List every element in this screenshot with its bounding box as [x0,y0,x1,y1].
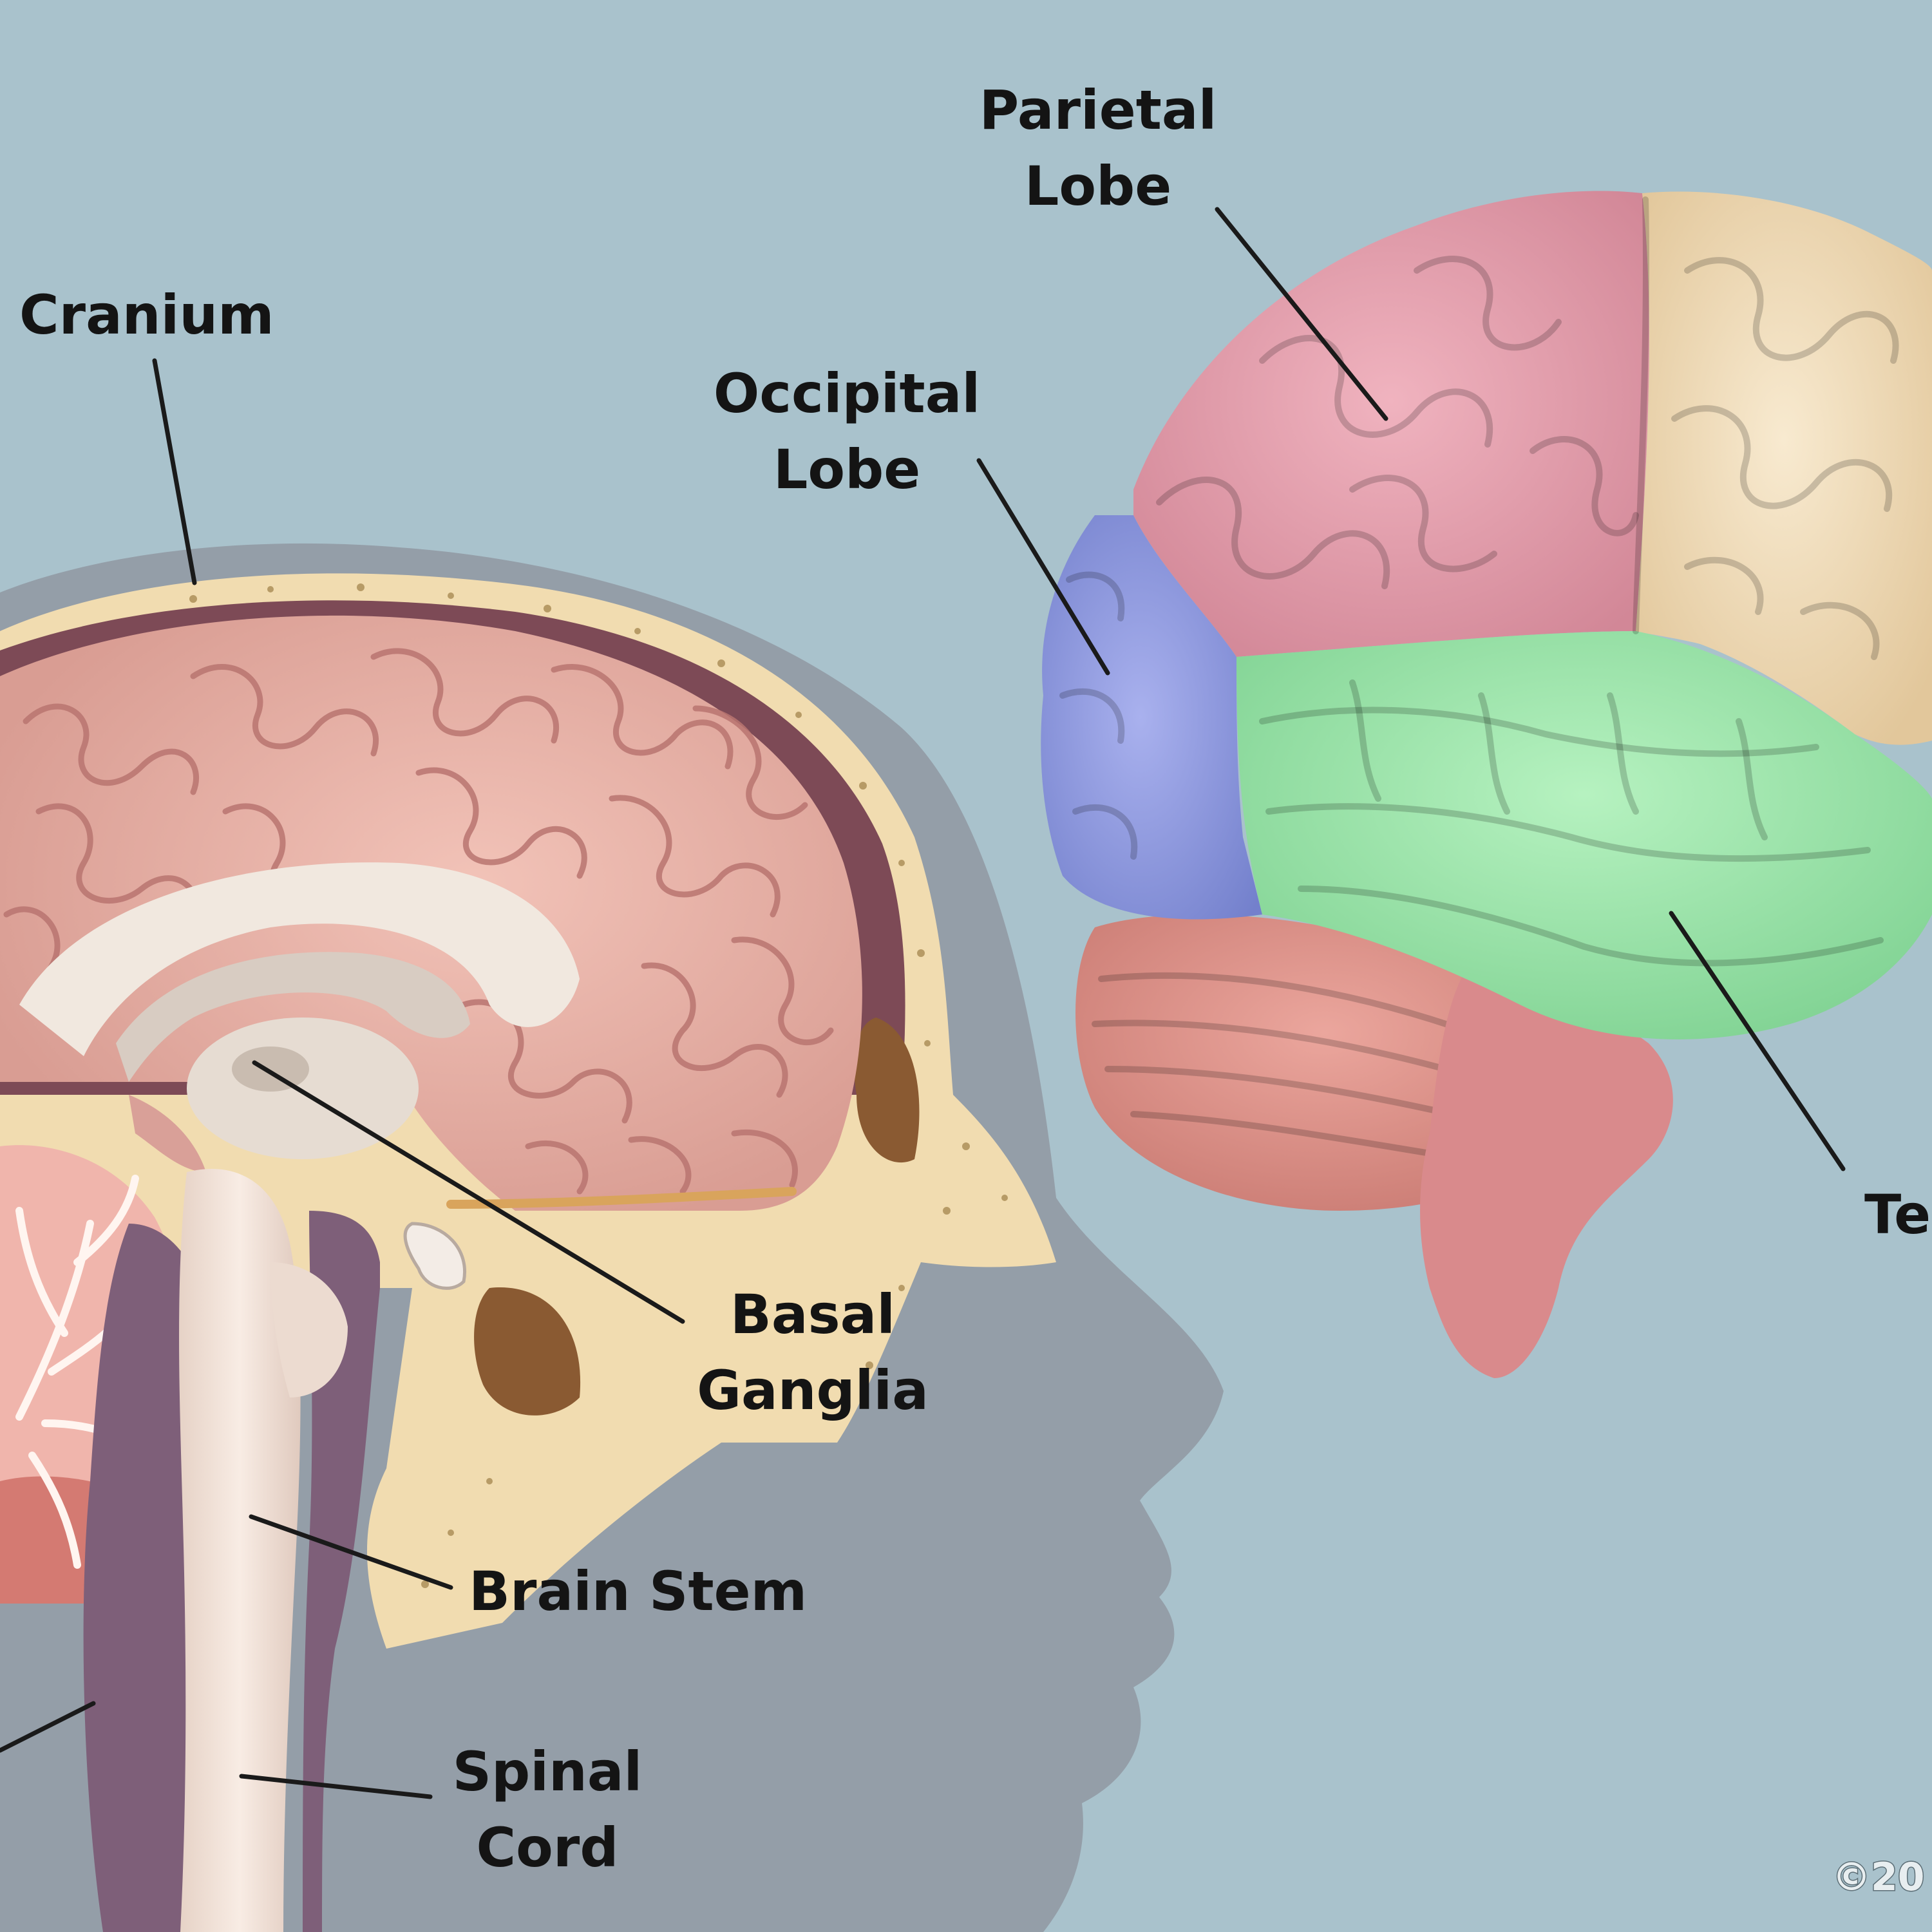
temporal-lobe [1236,631,1932,1039]
label-parietal-line1: Parietal [980,79,1217,142]
label-spinal-line2: Cord [477,1816,619,1879]
copyright-mark: ©20 [1832,1855,1925,1900]
pituitary [403,1222,466,1290]
leader-offscreen-left [0,1701,96,1753]
parietal-lobe [1133,191,1649,657]
label-occipital-line2: Lobe [773,438,920,501]
leader-lines [0,207,1846,1799]
lateral-ventricle [116,952,470,1082]
leader-temporal [1669,911,1846,1171]
optic-nerve [446,1187,797,1209]
frontal-sinus [854,1018,920,1163]
bone-texture [189,583,1008,1588]
brain-stem-lateral [1420,966,1673,1378]
corpus-callosum [19,862,580,1056]
leader-brain-stem [249,1514,453,1590]
label-cranium: Cranium [19,283,274,346]
label-occipital-line1: Occipital [714,362,980,425]
label-basal-line2: Ganglia [697,1359,929,1422]
label-basal-line1: Basal [730,1283,895,1346]
lateral-brain [1041,191,1932,1378]
fourth-ventricle [129,1095,206,1172]
brain-stem-and-spinal-cord [83,1168,380,1932]
lateral-gyri [1059,196,1899,967]
leader-parietal [1215,207,1388,421]
sphenoid-sinus [474,1287,581,1416]
leader-cranium [152,358,197,585]
occipital-lobe [1041,515,1262,920]
thalamus [187,1018,419,1159]
label-spinal-line1: Spinal [453,1740,643,1803]
label-temporal-partial: Te [1864,1183,1931,1246]
leader-spinal-cord [239,1774,433,1799]
cerebrum-medial [0,615,862,1290]
labels: Cranium Parietal Lobe Occipital Lobe Bas… [19,79,1931,1901]
pons [270,1262,348,1397]
leader-basal-ganglia [252,1060,685,1324]
basal-ganglia-structure [232,1046,309,1092]
label-parietal-line2: Lobe [1025,155,1171,218]
label-brain-stem: Brain Stem [469,1560,807,1623]
leader-occipital [976,458,1110,676]
frontal-lobe [1636,191,1932,745]
